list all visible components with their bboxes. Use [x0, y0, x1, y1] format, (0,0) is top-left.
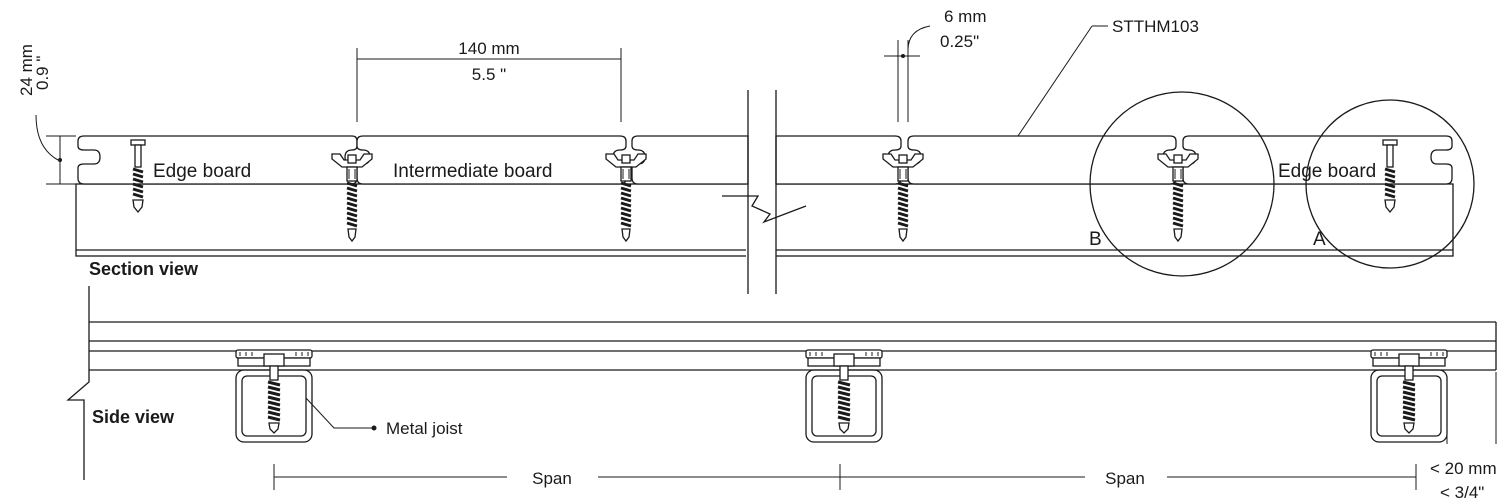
product-callout: STTHM103: [1017, 17, 1199, 137]
intermediate-board-shape-2: [631, 135, 749, 185]
svg-text:0.9 ": 0.9 ": [33, 56, 52, 90]
thickness-dimension: 24 mm 0.9 ": [17, 44, 76, 185]
break-line-icon: [66, 286, 90, 480]
detail-b-label: B: [1089, 229, 1102, 250]
side-view-title: Side view: [92, 407, 175, 427]
svg-text:5.5 ": 5.5 ": [472, 65, 506, 84]
svg-text:STTHM103: STTHM103: [1112, 17, 1199, 36]
span-dimension: Span Span: [273, 464, 1417, 490]
edge-board-left-shape: [77, 135, 358, 185]
intermediate-board-label: Intermediate board: [393, 161, 553, 182]
metal-joist: [1369, 348, 1449, 443]
svg-text:Metal joist: Metal joist: [386, 419, 463, 438]
detail-a-label: A: [1313, 229, 1326, 250]
board-width-dimension: 140 mm 5.5 ": [356, 39, 622, 122]
metal-joist: [234, 348, 314, 443]
section-view: Edge board Intermediate board Edge board…: [17, 7, 1475, 300]
section-view-title: Section view: [89, 259, 199, 279]
svg-text:24 mm: 24 mm: [17, 44, 36, 96]
detail-circle-icon: [1305, 99, 1475, 269]
svg-text:6 mm: 6 mm: [944, 7, 987, 26]
edge-board-left-label: Edge board: [153, 161, 251, 182]
gap-dimension: 6 mm 0.25": [884, 7, 987, 122]
svg-text:0.25": 0.25": [940, 32, 979, 51]
edge-board-right-shape: [1182, 135, 1453, 185]
break-line-icon: [722, 90, 807, 294]
intermediate-board-shape: [356, 135, 627, 185]
metal-joist-callout: Metal joist: [305, 397, 463, 438]
span-left-label: Span: [532, 469, 572, 488]
svg-text:140 mm: 140 mm: [458, 39, 519, 58]
side-view: Metal joist Span Span < 20 mm < 3/4" Sid…: [66, 286, 1497, 502]
edge-board-right-label: Edge board: [1278, 161, 1376, 182]
intermediate-board-shape-3: [775, 135, 902, 185]
metal-joist: [804, 348, 884, 443]
svg-text:< 3/4": < 3/4": [1440, 483, 1484, 502]
svg-text:< 20 mm: < 20 mm: [1430, 459, 1497, 478]
overhang-dimension: < 20 mm < 3/4": [1430, 372, 1497, 502]
intermediate-board-shape-4: [907, 135, 1177, 185]
detail-circle-icon: [1089, 91, 1275, 277]
span-right-label: Span: [1105, 469, 1145, 488]
